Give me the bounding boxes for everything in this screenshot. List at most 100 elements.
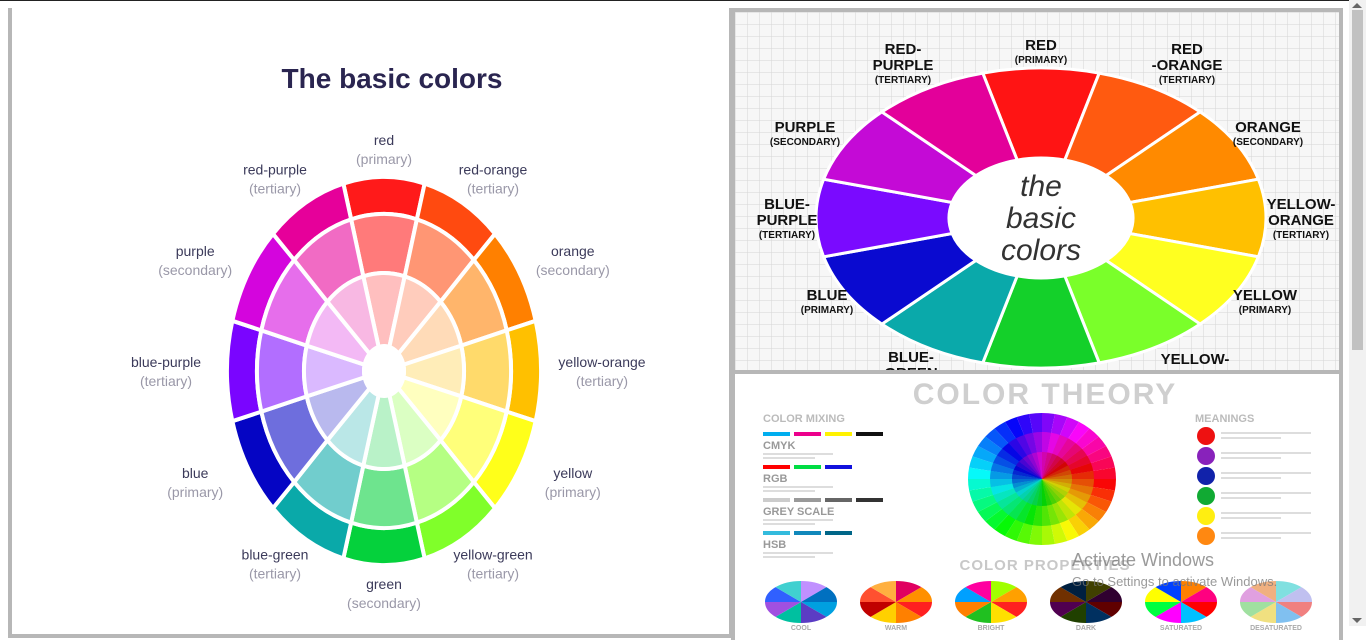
mix-desc-line [763, 453, 833, 455]
right-wheel-label-kind: (PRIMARY) [1239, 305, 1291, 316]
window-top-border [0, 0, 1366, 1]
color-theory-title: COLOR THEORY [913, 378, 1178, 411]
property-wheel-slice [991, 602, 1017, 623]
property-wheel-slice [801, 602, 827, 623]
meaning-desc-line [1221, 497, 1281, 499]
property-wheel-slice [991, 587, 1027, 602]
meanings-heading: MEANINGS [1195, 413, 1254, 425]
swirl-petal [1042, 453, 1057, 479]
mix-swatch [794, 531, 821, 535]
swirl-petal [1042, 461, 1068, 479]
property-wheel-slice [991, 602, 1027, 617]
right-wheel-label-name: RED [1025, 37, 1057, 54]
mix-group-label: RGB [763, 473, 788, 485]
right-wheel-label-kind: (SECONDARY) [1233, 137, 1303, 148]
right-wheel-label-name: BLUE- [764, 196, 810, 213]
wheel-label-name: red-purple [243, 162, 307, 178]
left-image-card[interactable]: The basic colors red(primary)red-orange(… [8, 8, 733, 638]
property-wheel-slice [765, 602, 801, 617]
wheel-label-name: green [366, 576, 402, 592]
meaning-swatch [1197, 427, 1215, 445]
right-wheel-center-text: basic [1006, 202, 1076, 235]
property-wheel-slice [965, 602, 991, 623]
property-wheel-slice [1276, 602, 1302, 623]
wheel-label-kind: (primary) [545, 484, 601, 500]
swirl-petal [1042, 479, 1071, 493]
right-wheel-label-name: GREEN [884, 365, 937, 374]
mix-swatch [825, 498, 852, 502]
swirl-petal [1042, 452, 1053, 479]
mix-swatch [763, 432, 790, 436]
wheel-label-kind: (tertiary) [576, 373, 628, 389]
property-wheel-slice [1181, 587, 1217, 602]
property-wheel-slice [1276, 581, 1302, 602]
swirl-petal [1012, 479, 1042, 489]
property-wheel-slice [860, 587, 896, 602]
wheel-label-kind: (secondary) [536, 262, 610, 278]
wheel-label-name: blue-green [242, 546, 309, 562]
property-wheel-slice [1250, 581, 1276, 602]
property-wheel-slice [1250, 602, 1276, 623]
property-wheel-slice [1060, 602, 1086, 623]
mix-swatch [825, 531, 852, 535]
right-wheel-label-name: PURPLE [775, 119, 836, 136]
property-label: DARK [1076, 625, 1096, 632]
mix-swatch [763, 531, 790, 535]
meaning-desc-line [1221, 532, 1311, 534]
property-wheel-slice [801, 587, 837, 602]
mix-swatch [825, 432, 852, 436]
right-wheel-label-kind: (TERTIARY) [1159, 75, 1215, 86]
property-wheel-slice [896, 602, 922, 623]
swirl-petal [1042, 479, 1072, 489]
wheel-label-kind: (tertiary) [249, 565, 301, 581]
scroll-down-icon[interactable] [1352, 618, 1362, 623]
property-wheel-slice [870, 581, 896, 602]
wheel-label-name: yellow-orange [558, 354, 645, 370]
property-wheel-slice [965, 581, 991, 602]
swirl-petal [1042, 479, 1062, 503]
color-properties-heading: COLOR PROPERTIES [959, 557, 1130, 574]
wheel-label-name: blue-purple [131, 354, 201, 370]
swirl-petal [1012, 469, 1042, 479]
right-wheel-label-name: ORANGE [1268, 212, 1334, 229]
swirl-petal [1036, 479, 1042, 506]
swirl-petal [1042, 479, 1068, 497]
swirl-petal [1042, 479, 1065, 500]
meaning-desc-line [1221, 492, 1311, 494]
swirl-petal [1036, 452, 1042, 479]
scroll-up-icon[interactable] [1352, 3, 1362, 8]
property-label: COOL [791, 625, 812, 632]
right-wheel-label-name: PURPLE [873, 57, 934, 74]
property-wheel-slice [801, 581, 827, 602]
property-wheel-slice [1145, 602, 1181, 617]
meaning-swatch [1197, 487, 1215, 505]
mix-desc-line [763, 519, 833, 521]
page-scrollbar[interactable] [1349, 0, 1366, 626]
scrollbar-thumb[interactable] [1352, 10, 1363, 350]
swirl-petal [1013, 465, 1042, 479]
meaning-desc-line [1221, 432, 1311, 434]
right-wheel-label-name: RED [1171, 41, 1203, 58]
right-wheel-center-text: colors [1001, 234, 1081, 267]
property-wheel-slice [1276, 587, 1312, 602]
meaning-desc-line [1221, 472, 1311, 474]
property-wheel-slice [896, 587, 932, 602]
property-wheel-slice [1086, 602, 1112, 623]
swirl-petal [1016, 461, 1042, 479]
property-label: BRIGHT [978, 625, 1006, 632]
mix-swatch [794, 498, 821, 502]
meaning-desc-line [1221, 517, 1281, 519]
right-wheel-label-kind: (SECONDARY) [770, 137, 840, 148]
right-wheel-label-name: RED- [885, 41, 922, 58]
swirl-petal [1019, 458, 1042, 479]
meaning-swatch [1197, 507, 1215, 525]
swirl-petal [1042, 458, 1065, 479]
property-wheel-slice [1181, 602, 1217, 617]
property-wheel-slice [801, 602, 837, 617]
meaning-swatch [1197, 467, 1215, 485]
meaning-desc-line [1221, 537, 1281, 539]
property-wheel-slice [1086, 581, 1112, 602]
